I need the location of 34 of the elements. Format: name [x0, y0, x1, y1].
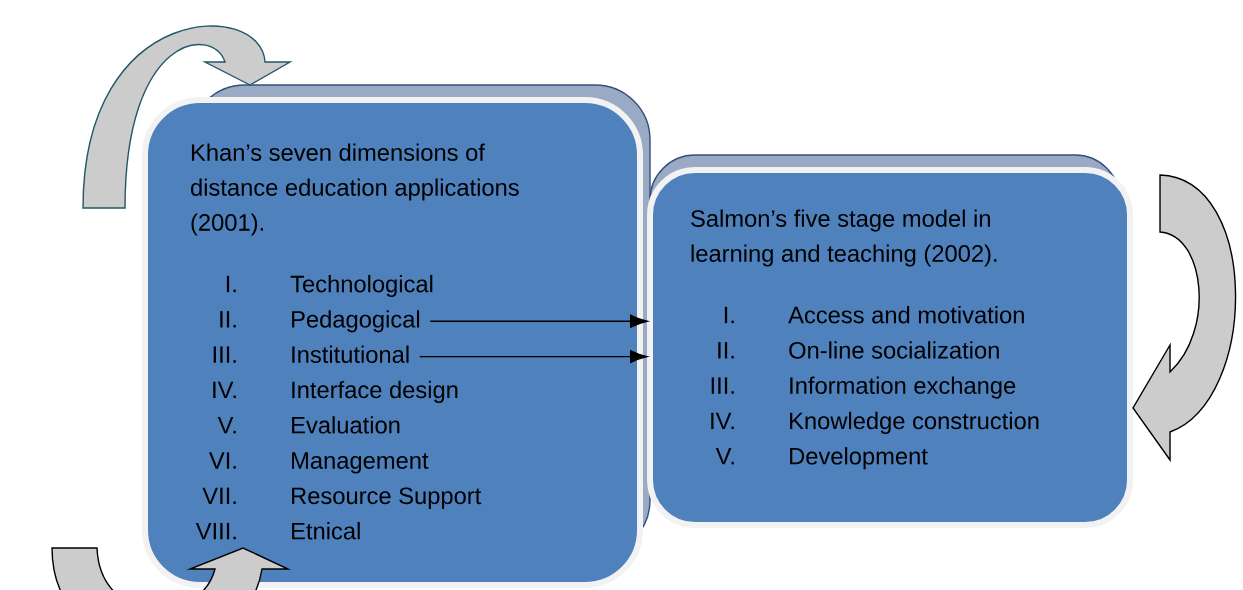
list-numeral: VII. [202, 487, 236, 504]
list-item: Development [790, 447, 928, 470]
list-item: Evaluation [292, 416, 400, 434]
list-numeral: II. [220, 311, 236, 328]
list-numeral: IV. [711, 412, 734, 430]
curved-block-arrow [51, 547, 289, 590]
list-item: On-line socialization [789, 341, 999, 359]
list-item: Information exchange [790, 376, 1016, 399]
list-item: Resource Support [292, 487, 482, 509]
list-numeral: I. [724, 306, 734, 324]
heading-text: Khan’s seven dimensions of distance education applications (2001). [191, 143, 519, 236]
list-numeral: VI. [209, 452, 236, 469]
list-numeral: VIII. [195, 522, 236, 540]
list-numeral: IV. [213, 381, 236, 399]
list-item: Access and motivation [788, 305, 1024, 324]
list-item: Pedagogical [292, 310, 420, 333]
list-item: Knowledge construction [790, 411, 1039, 434]
list-numeral: V. [715, 448, 734, 465]
curved-block-arrow [82, 25, 291, 209]
rounded-box [142, 97, 643, 588]
list-item: Institutional [292, 345, 409, 363]
list-item: Interface design [292, 380, 458, 403]
list-numeral: V. [217, 417, 236, 434]
list-item: Technological [290, 274, 433, 298]
heading-text: Salmon’s five stage model in learning and teaching (2002). [691, 209, 997, 267]
arrow [419, 350, 648, 364]
arrow [429, 314, 648, 328]
list-item: Etnical [292, 522, 360, 540]
list-item: Management [292, 452, 429, 474]
list-numeral: III. [711, 377, 734, 394]
rounded-box [647, 167, 1133, 528]
list-numeral: I. [226, 275, 236, 293]
list-numeral: II. [718, 342, 734, 359]
list-numeral: III. [213, 346, 236, 363]
